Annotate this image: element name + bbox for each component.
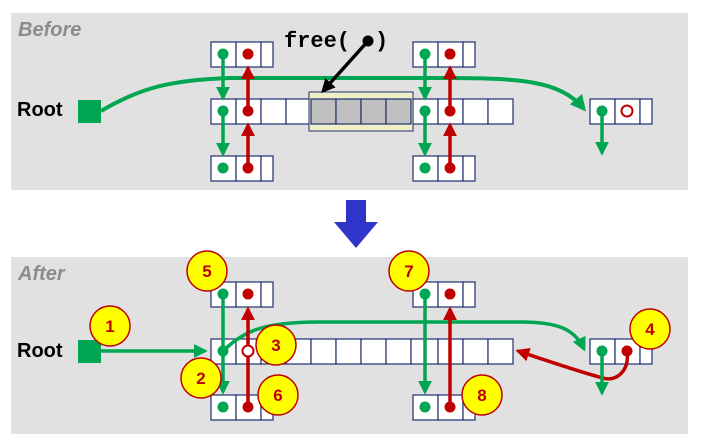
transition-arrow (334, 200, 378, 248)
step-label-7: 7 (404, 262, 413, 281)
step-badge-6: 6 (257, 374, 299, 416)
before-free-list-link (99, 76, 587, 113)
after-title: After (18, 263, 65, 285)
step-badge-7: 7 (388, 250, 430, 292)
step-badge-2: 2 (180, 357, 222, 399)
before-title: Before (18, 19, 82, 41)
step-label-3: 3 (271, 336, 280, 355)
step-label-5: 5 (202, 262, 211, 281)
before-root-label: Root (17, 99, 63, 121)
after-diagram: 1 2 3 4 5 6 7 (78, 250, 671, 421)
step-label-4: 4 (645, 320, 655, 339)
free-call-close: ) (375, 29, 388, 54)
free-call-label: free( ) (284, 29, 388, 94)
step-badges: 1 2 3 4 5 6 7 (89, 250, 671, 416)
step-label-2: 2 (196, 369, 205, 388)
step-badge-8: 8 (461, 374, 503, 416)
before-main-row (210, 98, 514, 125)
free-call-text: free( (284, 29, 350, 54)
step-label-1: 1 (105, 317, 114, 336)
before-diagram: free( ) (78, 29, 653, 182)
step-badge-1: 1 (89, 305, 131, 347)
after-root-node (78, 340, 101, 363)
after-root-label: Root (17, 340, 63, 362)
step-label-6: 6 (273, 386, 282, 405)
step-badge-4: 4 (629, 308, 671, 350)
step-badge-5: 5 (186, 250, 228, 292)
free-pointer-arrow (321, 39, 370, 94)
step-label-8: 8 (477, 386, 486, 405)
freed-block (308, 91, 414, 132)
step-badge-3: 3 (255, 324, 297, 366)
before-root-node (78, 100, 101, 123)
